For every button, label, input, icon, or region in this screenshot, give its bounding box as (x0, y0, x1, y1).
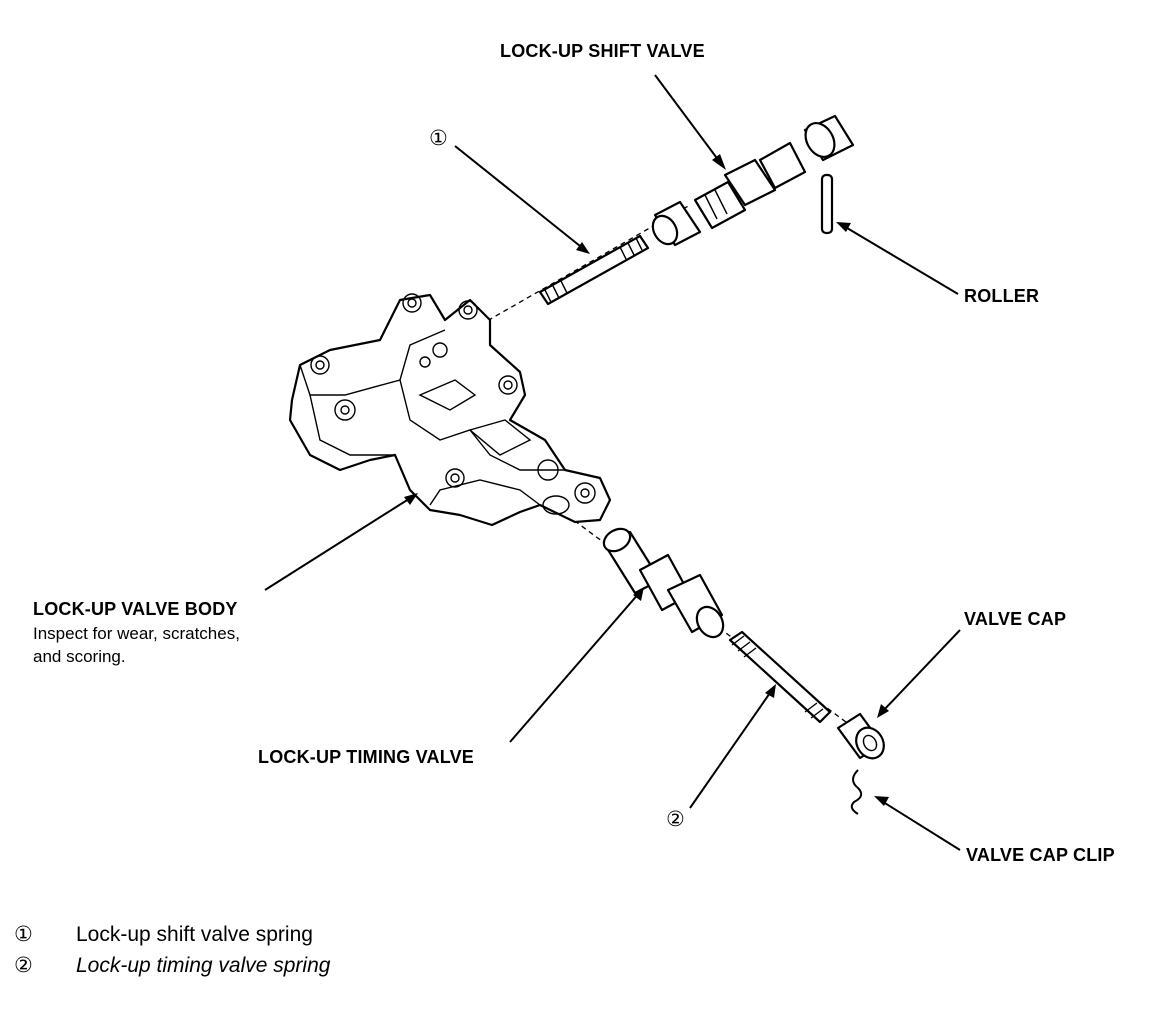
valve-cap-drawing (836, 712, 885, 760)
valve-cap-clip-drawing (850, 769, 863, 815)
lockup-shift-valve-spring-drawing (538, 234, 650, 306)
lockup-timing-valve-spring-drawing (728, 630, 832, 724)
lockup-valve-body-drawing (288, 293, 612, 527)
callout-2: ② (666, 807, 685, 831)
legend-text-2: Lock-up timing valve spring (76, 954, 331, 977)
legend-key-2: ② (14, 953, 33, 977)
valve-body-note-line-2: and scoring. (33, 647, 126, 666)
callout-1: ① (429, 126, 448, 150)
lockup-timing-valve-drawing (602, 527, 725, 639)
legend-text-1: Lock-up shift valve spring (76, 923, 313, 946)
label-lockup-shift-valve: LOCK-UP SHIFT VALVE (500, 41, 705, 61)
lockup-shift-valve-drawing (651, 141, 807, 247)
legend-key-1: ① (14, 922, 33, 946)
label-lockup-valve-body: LOCK-UP VALVE BODY (33, 599, 238, 619)
shift-valve-cap-drawing (803, 114, 855, 162)
roller-drawing (820, 173, 834, 235)
valve-body-note-line-1: Inspect for wear, scratches, (33, 624, 240, 643)
label-valve-cap-clip: VALVE CAP CLIP (966, 845, 1115, 865)
legend-row-1: ① Lock-up shift valve spring (14, 922, 313, 947)
legend-row-2: ② Lock-up timing valve spring (14, 953, 330, 978)
leader-lines (264, 74, 961, 851)
label-lockup-timing-valve: LOCK-UP TIMING VALVE (258, 747, 475, 767)
label-valve-cap: VALVE CAP (964, 609, 1067, 629)
label-roller: ROLLER (964, 286, 1040, 306)
